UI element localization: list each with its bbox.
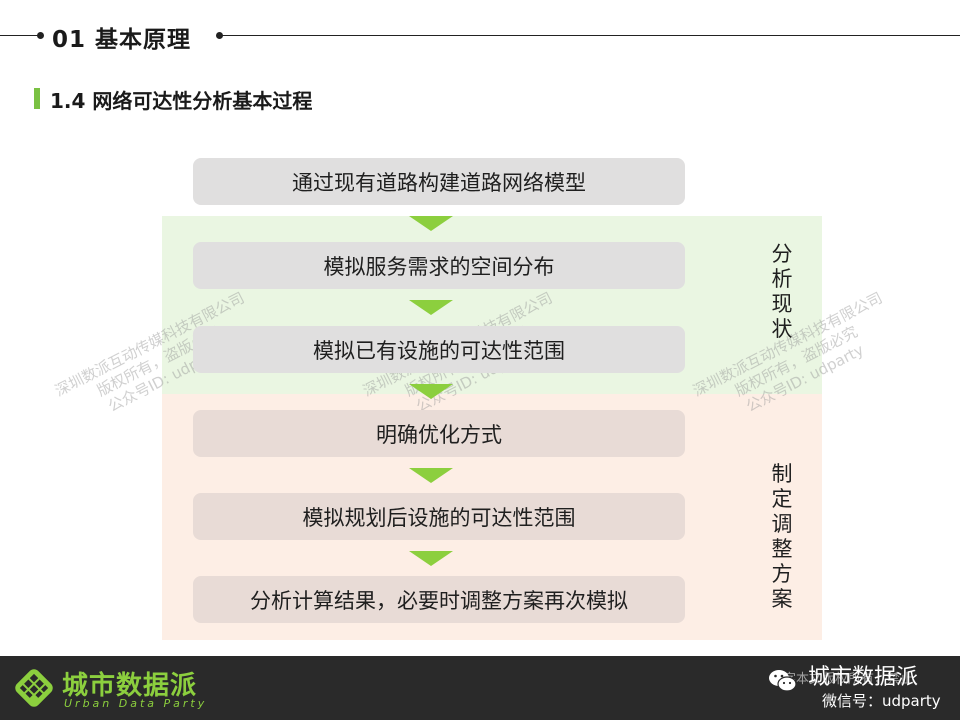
footer-copyright-notice: 字本文版权所有，禁止 bbox=[783, 672, 914, 687]
subtitle-accent-bar bbox=[34, 88, 40, 109]
city-data-party-logo-icon bbox=[15, 669, 53, 707]
flow-arrow-down bbox=[409, 300, 453, 315]
flow-step-4: 明确优化方式 bbox=[193, 410, 685, 457]
header-rule-left bbox=[0, 35, 40, 36]
flow-step-2: 模拟服务需求的空间分布 bbox=[193, 242, 685, 289]
header-dot-right bbox=[216, 32, 223, 39]
flow-step-5: 模拟规划后设施的可达性范围 bbox=[193, 493, 685, 540]
header-dot-left bbox=[37, 32, 44, 39]
footer-wechat-id: 微信号：udparty bbox=[822, 692, 941, 710]
footer-logo-subtext: Urban Data Party bbox=[64, 697, 208, 710]
flow-arrow-down bbox=[409, 551, 453, 566]
flow-step-1: 通过现有道路构建道路网络模型 bbox=[193, 158, 685, 205]
footer-logo-text: 城市数据派 bbox=[62, 671, 198, 701]
wechat-icon bbox=[769, 670, 797, 692]
section-subtitle: 1.4 网络可达性分析基本过程 bbox=[50, 89, 313, 113]
group-label-current: 分析现状 bbox=[771, 242, 793, 341]
flow-arrow-down bbox=[409, 216, 453, 231]
flow-step-6: 分析计算结果，必要时调整方案再次模拟 bbox=[193, 576, 685, 623]
header-rule-right bbox=[222, 35, 960, 36]
flow-step-3: 模拟已有设施的可达性范围 bbox=[193, 326, 685, 373]
page-title: 01 基本原理 bbox=[52, 27, 192, 53]
flow-arrow-down bbox=[409, 468, 453, 483]
flow-arrow-down bbox=[409, 384, 453, 399]
footer-bar: 城市数据派 Urban Data Party bbox=[0, 656, 960, 720]
group-label-plan: 制定调整方案 bbox=[771, 462, 793, 611]
footer-brand-name: 城市数据派 bbox=[808, 665, 919, 690]
